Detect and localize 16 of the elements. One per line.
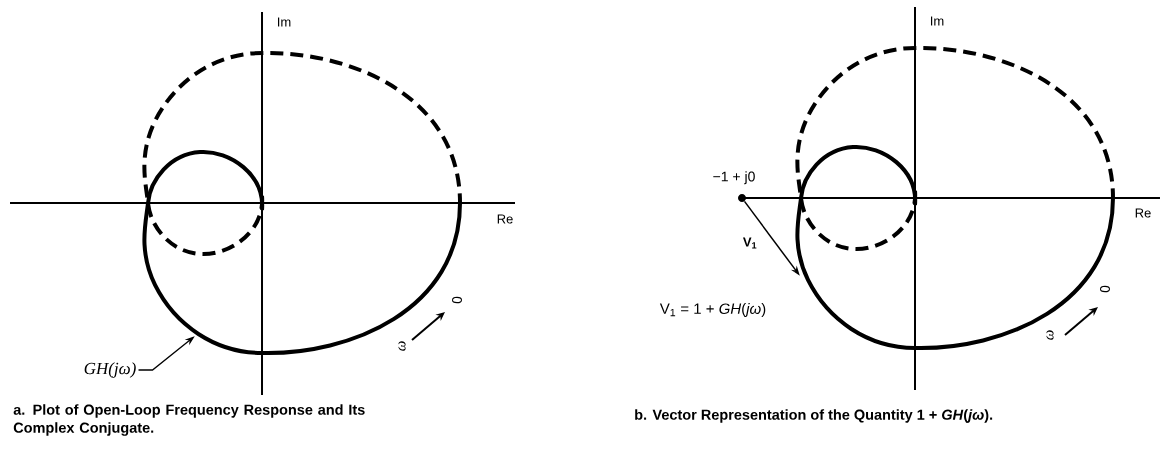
zero-label: 0: [1100, 285, 1110, 293]
point-label: −1 + j0: [713, 171, 755, 185]
axis-label: Im: [278, 17, 291, 27]
caption: b. Vector Representation of the Quantity 1 + GH(jω).: [635, 409, 993, 423]
edge-label: V$_{1}$: [743, 237, 757, 249]
zero-label: 0: [452, 296, 462, 304]
caption: a. Plot of Open-Loop Frequency Response and Its Complex Conjugate.: [13, 404, 365, 436]
nyquist-curve: [142, 150, 462, 355]
nyquist-curve: [795, 145, 1115, 350]
axis-label: Im: [931, 16, 944, 26]
leader-label: GH(jω): [84, 362, 136, 378]
equation-label: V$_{1}$ = 1 + GH(jω): [659, 303, 766, 317]
omega-label: ω: [398, 341, 406, 351]
axis-label: Re: [1135, 208, 1151, 218]
axis-label: Re: [497, 214, 513, 224]
omega-label: ω: [1046, 330, 1054, 340]
